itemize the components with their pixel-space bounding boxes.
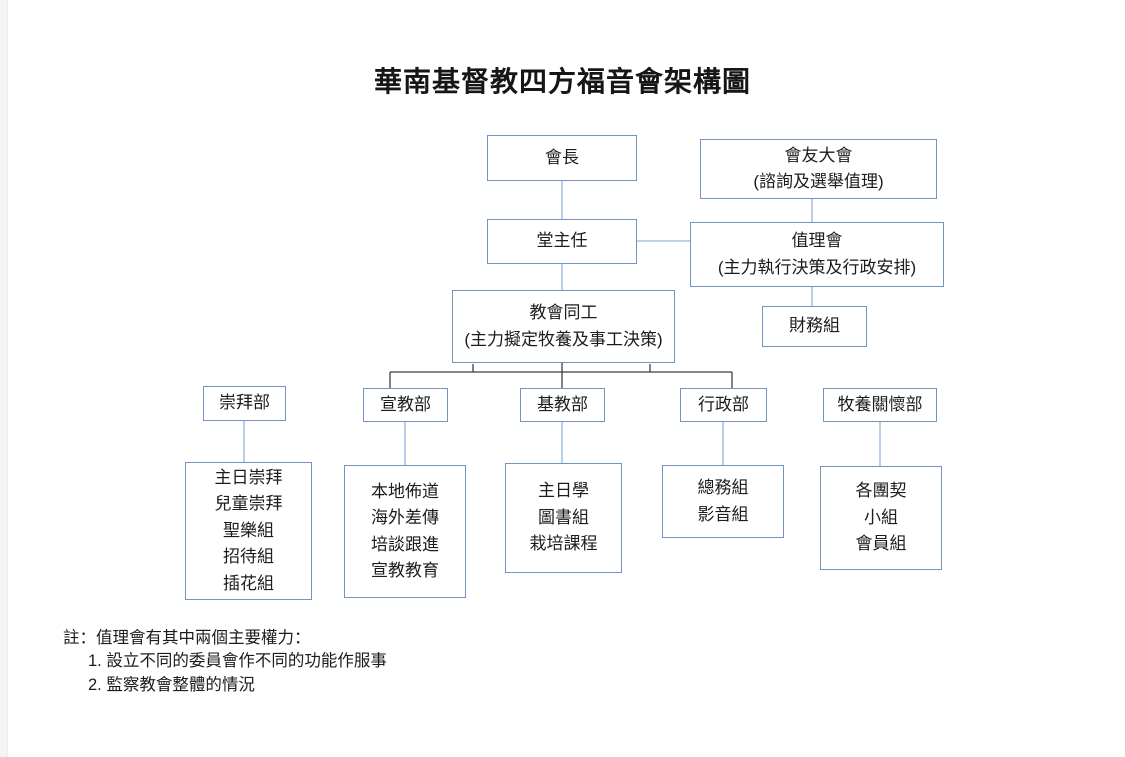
node-mission-department: 宣教部 [363,388,448,422]
node-label-line: 插花組 [223,573,274,593]
node-label-line: 圖書組 [538,507,589,527]
node-label-line: 本地佈道 [371,481,439,501]
node-label-line: 海外差傳 [371,508,439,528]
node-pastoral-groups: 各團契小組會員組 [820,466,942,570]
node-finance-group: 財務組 [762,306,867,347]
node-admin-groups: 總務組影音組 [662,465,784,538]
node-label-line: 會員組 [855,534,907,554]
node-church-coworkers: 教會同工 (主力擬定牧養及事工決策) [452,290,675,363]
node-president: 會長 [487,135,637,181]
node-label-line: 主日崇拜 [214,468,283,488]
node-label-line: 影音組 [697,504,749,524]
node-label-line: 培談跟進 [371,534,439,554]
node-label-line: 行政部 [698,394,749,414]
node-label-line: 栽培課程 [529,534,598,554]
node-worship-groups: 主日崇拜兒童崇拜聖樂組招待組插花組 [185,462,312,600]
node-label-line: 基教部 [537,394,588,414]
page-edge-strip [0,0,8,757]
footnote-item: 2. 監察教會整體的情況 [88,675,255,694]
node-label-line: 牧養關懷部 [837,394,923,414]
node-label-line: 宣教部 [380,394,431,414]
node-label-line: 聖樂組 [223,520,274,540]
footnote-item: 1. 設立不同的委員會作不同的功能作服事 [88,652,387,671]
node-label-line: (主力執行決策及行政安排) [717,257,917,277]
footnote-heading: 註：值理會有其中兩個主要權力： [63,629,311,647]
node-label-line: 堂主任 [536,231,588,251]
node-label-line: 教會同工 [529,303,598,323]
node-pastoral-care-department: 牧養關懷部 [823,388,937,422]
node-label-line: 各團契 [855,481,907,501]
node-label-line: 招待組 [223,547,274,567]
footnote: 註：值理會有其中兩個主要權力： 1. 設立不同的委員會作不同的功能作服事 2. … [63,627,387,697]
node-mission-groups: 本地佈道海外差傳培談跟進宣教教育 [344,465,466,598]
node-label-line: 總務組 [697,478,749,498]
node-label-line: 會長 [545,147,579,167]
node-label-line: 值理會 [791,231,843,251]
node-label-line: 兒童崇拜 [214,494,283,514]
node-label-line: 崇拜部 [219,393,270,413]
node-worship-department: 崇拜部 [203,386,286,421]
node-label-line: 會友大會 [784,145,853,165]
node-label-line: 宣教教育 [371,560,439,580]
node-label-line: 主日學 [538,481,589,501]
node-label-line: (諮詢及選舉值理) [753,172,884,191]
node-label-line: 小組 [864,507,898,527]
node-pastor-in-charge: 堂主任 [487,219,637,264]
page-title: 華南基督教四方福音會架構圖 [373,66,751,97]
dark-branch-rail [389,363,733,388]
node-christian-education-department: 基教部 [520,388,605,422]
node-label-line: (主力擬定牧養及事工決策) [464,329,663,349]
node-council: 值理會 (主力執行決策及行政安排) [690,222,944,287]
node-education-groups: 主日學圖書組栽培課程 [505,463,622,573]
node-label-line: 財務組 [789,316,840,336]
node-administration-department: 行政部 [680,388,767,422]
node-members-assembly: 會友大會 (諮詢及選舉值理) [700,139,937,199]
